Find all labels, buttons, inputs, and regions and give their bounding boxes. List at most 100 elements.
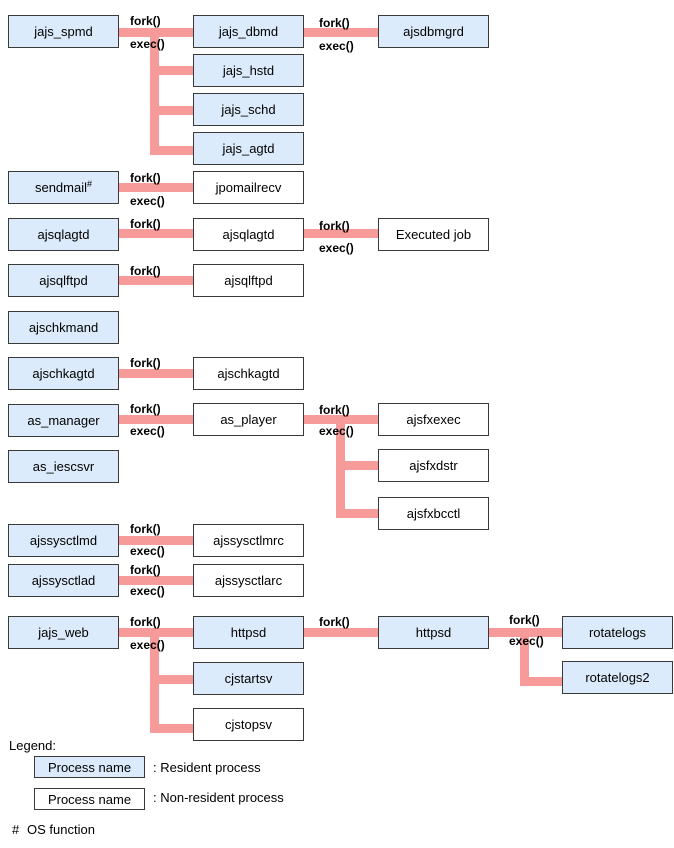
process-label: ajschkagtd — [32, 366, 94, 381]
legend-title: Legend: — [9, 738, 56, 753]
exec-label: exec() — [130, 584, 165, 598]
exec-label: exec() — [509, 634, 544, 648]
legend-os-desc: OS function — [27, 822, 95, 837]
fork-label: fork() — [319, 403, 350, 417]
legend-resident-box-label: Process name — [48, 760, 131, 775]
process-label: as_iescsvr — [33, 459, 95, 474]
process-box-jajs-agtd: jajs_agtd — [193, 132, 304, 165]
fork-label: fork() — [130, 14, 161, 28]
connector-sendmail-jpomailrecv — [118, 183, 194, 192]
connector-as-player-ajsfxdstr — [345, 461, 379, 470]
fork-label: fork() — [130, 402, 161, 416]
process-box-ajssysctlmd: ajssysctlmd — [8, 524, 119, 557]
process-box-jajs-hstd: jajs_hstd — [193, 54, 304, 87]
connector-spmd-dbmd — [118, 28, 194, 37]
legend-resident-sample: Process name — [34, 756, 145, 778]
process-box-httpsd-second: httpsd — [378, 616, 489, 649]
legend-nonresident-desc: : Non-resident process — [153, 790, 284, 805]
connector-spmd-schd — [159, 106, 194, 115]
process-box-executed-job: Executed job — [378, 218, 489, 251]
connector-as-player-ajsfxbcctl — [345, 509, 379, 518]
exec-label: exec() — [319, 241, 354, 255]
exec-label: exec() — [319, 39, 354, 53]
connector-dbmd-ajsdbmgrd — [303, 28, 379, 37]
process-box-cjstartsv: cjstartsv — [193, 662, 304, 695]
connector-ajschkagtd-ajschkagtd — [118, 369, 194, 378]
process-label: ajsqlagtd — [37, 227, 89, 242]
connector-web-cjstartsv — [159, 675, 194, 684]
exec-label: exec() — [319, 424, 354, 438]
exec-label: exec() — [130, 544, 165, 558]
process-label: ajssysctlad — [32, 573, 96, 588]
connector-httpsd-rotatelogs2 — [529, 677, 563, 686]
process-label: jajs_dbmd — [218, 24, 278, 39]
svg-text:sendmail#: sendmail# — [35, 179, 92, 195]
connector-ajsqlagtd-ajsqlagtd — [118, 229, 194, 238]
process-box-ajsfxexec: ajsfxexec — [378, 403, 489, 436]
process-label: jajs_agtd — [221, 141, 274, 156]
os-function-mark: # — [87, 179, 92, 189]
process-label: ajssysctlmd — [30, 533, 97, 548]
process-label: ajschkagtd — [217, 366, 279, 381]
connector-httpsd-httpsd — [303, 628, 379, 637]
process-label: jajs_hstd — [222, 63, 274, 78]
fork-label: fork() — [130, 522, 161, 536]
legend-os-mark: # — [12, 822, 20, 837]
process-box-cjstopsv: cjstopsv — [193, 708, 304, 741]
process-box-as-player: as_player — [193, 403, 304, 436]
process-box-rotatelogs: rotatelogs — [562, 616, 673, 649]
process-label: as_manager — [27, 413, 100, 428]
process-boxes: jajs_spmd jajs_dbmd ajsdbmgrd jajs_hstd … — [8, 15, 673, 741]
process-label: rotatelogs2 — [585, 670, 649, 685]
connector-httpsd-rotatelogs — [488, 628, 563, 637]
process-label: as_player — [220, 412, 277, 427]
fork-label: fork() — [130, 615, 161, 629]
process-box-ajsqlftpd-parent: ajsqlftpd — [8, 264, 119, 297]
process-label: ajsdbmgrd — [403, 24, 464, 39]
connector-web-vertical — [150, 637, 159, 733]
process-box-ajssysctlarc: ajssysctlarc — [193, 564, 304, 597]
process-box-as-iescsvr: as_iescsvr — [8, 450, 119, 483]
exec-label: exec() — [130, 37, 165, 51]
exec-label: exec() — [130, 194, 165, 208]
process-label: ajsfxbcctl — [407, 506, 461, 521]
connector-web-cjstopsv — [159, 724, 194, 733]
process-box-ajsfxbcctl: ajsfxbcctl — [378, 497, 489, 530]
connector-spmd-agtd — [159, 146, 194, 155]
exec-label: exec() — [130, 638, 165, 652]
call-labels: fork() exec() fork() exec() fork() exec(… — [130, 14, 544, 652]
process-box-ajsqlftpd-child: ajsqlftpd — [193, 264, 304, 297]
process-box-jajs-schd: jajs_schd — [193, 93, 304, 126]
process-box-sendmail: sendmail# — [8, 171, 119, 204]
connectors — [118, 28, 563, 733]
process-box-ajssysctlmrc: ajssysctlmrc — [193, 524, 304, 557]
connector-ajsqlftpd-ajsqlftpd — [118, 276, 194, 285]
process-label: jajs_web — [37, 625, 89, 640]
process-label: jpomailrecv — [215, 180, 282, 195]
connector-ajsqlagtd-executed-job — [303, 229, 379, 238]
process-label: ajsqlftpd — [39, 273, 87, 288]
connector-spmd-vertical — [150, 37, 159, 155]
process-label: ajsfxdstr — [409, 458, 458, 473]
process-label: rotatelogs — [589, 625, 647, 640]
fork-label: fork() — [130, 264, 161, 278]
fork-label: fork() — [130, 356, 161, 370]
fork-label: fork() — [319, 219, 350, 233]
process-label: jajs_schd — [220, 102, 275, 117]
fork-label: fork() — [130, 563, 161, 577]
process-box-as-manager: as_manager — [8, 404, 119, 437]
connector-as-player-ajsfxexec — [303, 415, 379, 424]
process-label: ajssysctlmrc — [213, 533, 284, 548]
process-box-rotatelogs2: rotatelogs2 — [562, 661, 673, 694]
process-label: Executed job — [396, 227, 471, 242]
process-label: cjstartsv — [225, 671, 273, 686]
legend-nonresident-box-label: Process name — [48, 792, 131, 807]
process-box-httpsd-first: httpsd — [193, 616, 304, 649]
connector-web-httpsd — [118, 628, 194, 637]
process-label: ajsfxexec — [406, 412, 461, 427]
process-box-ajsfxdstr: ajsfxdstr — [378, 449, 489, 482]
connector-httpsd-vertical — [520, 637, 529, 686]
process-box-ajschkagtd-parent: ajschkagtd — [8, 357, 119, 390]
process-box-ajsqlagtd-child: ajsqlagtd — [193, 218, 304, 251]
